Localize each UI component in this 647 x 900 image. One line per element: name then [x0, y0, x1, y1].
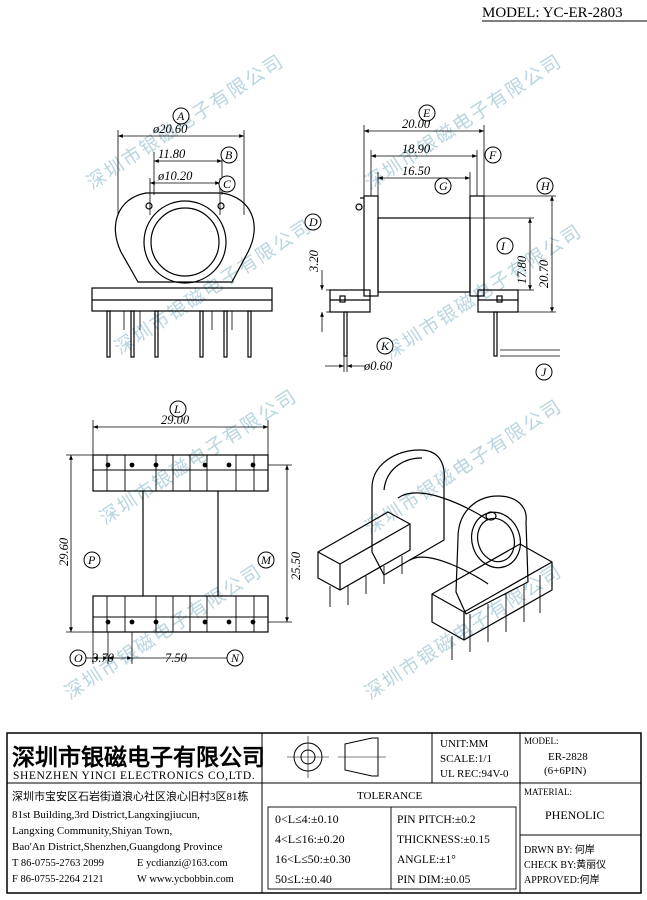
callout-A: A: [172, 107, 190, 125]
material-header: MATERIAL:: [524, 787, 572, 797]
spec-row: ANGLE:±1°: [397, 854, 456, 866]
side-view: [320, 125, 560, 372]
dim-L-value: 29.00: [161, 413, 190, 427]
tolerance-row: 50≤L:±0.40: [275, 872, 332, 886]
dim-O-value: 3.70: [91, 651, 115, 665]
model-pins: (6+6PIN): [544, 765, 587, 777]
callout-P: P: [83, 551, 101, 569]
bottom-pins[interactable]: [105, 462, 256, 625]
scale-label: SCALE:1/1: [440, 753, 492, 765]
dim-A-value: ø20.60: [152, 122, 188, 136]
callout-E: E: [418, 104, 436, 122]
callout-F: F: [484, 146, 502, 164]
material-value: PHENOLIC: [545, 808, 604, 822]
callout-O: O: [69, 649, 87, 667]
bottom-view: [66, 420, 292, 664]
watermarks: 深圳市银磁电子有限公司 深圳市银磁电子有限公司 深圳市银磁电子有限公司 深圳市银…: [61, 50, 587, 704]
dim-D-value: 3.20: [307, 249, 321, 273]
svg-text:J: J: [541, 365, 547, 379]
address-line-1: 深圳市宝安区石岩街道浪心社区浪心旧村3区81栋: [12, 789, 249, 803]
svg-text:C: C: [223, 177, 232, 191]
tolerance-row: 16<L≤50:±0.30: [275, 852, 351, 866]
model-header-label: MODEL:: [524, 736, 559, 746]
unit-label: UNIT:MM: [440, 738, 489, 750]
svg-text:O: O: [74, 651, 83, 665]
callout-G: G: [434, 177, 452, 195]
website: W www.ycbobbin.com: [137, 874, 234, 885]
watermark-text: 深圳市银磁电子有限公司: [361, 395, 567, 539]
svg-text:H: H: [540, 179, 551, 193]
front-pins: [106, 310, 252, 358]
dim-B-value: 11.80: [158, 147, 186, 161]
svg-text:E: E: [422, 106, 431, 120]
model-label: MODEL: YC-ER-2803: [482, 5, 623, 21]
telephone: T 86-0755-2763 2099: [12, 858, 104, 869]
callout-H: H: [536, 177, 554, 195]
callout-M: M: [257, 551, 275, 569]
model-value: ER-2828: [548, 751, 588, 763]
callout-D: D: [304, 213, 322, 231]
title-block: [6, 732, 642, 894]
callout-N: N: [226, 649, 244, 667]
callout-K: K: [376, 337, 394, 355]
callout-J: J: [535, 363, 553, 381]
svg-text:L: L: [173, 402, 181, 416]
callout-L: L: [169, 400, 187, 418]
svg-text:D: D: [308, 215, 318, 229]
model-header: MODEL: YC-ER-2803: [482, 5, 647, 22]
watermark-text: 深圳市银磁电子有限公司: [96, 385, 302, 529]
callout-C: C: [218, 175, 236, 193]
dim-H-value: 20.70: [537, 259, 551, 288]
spec-row: PIN PITCH:±0.2: [397, 814, 476, 826]
dim-N-value: 7.50: [165, 651, 188, 665]
company-name-en: SHENZHEN YINCI ELECTRONICS CO,LTD.: [13, 770, 255, 782]
callout-I: I: [496, 237, 514, 255]
tolerance-row: 4<L≤16:±0.20: [275, 832, 345, 846]
address-line-4: Bao'An District,Shenzhen,Guangdong Provi…: [12, 841, 222, 853]
svg-text:A: A: [176, 109, 185, 123]
svg-text:K: K: [380, 339, 390, 353]
ul-rec-label: UL REC:94V-0: [440, 768, 509, 780]
svg-text:N: N: [230, 651, 240, 665]
isometric-view: [317, 449, 553, 660]
svg-text:B: B: [225, 148, 233, 162]
checked-by: CHECK BY:黄丽仪: [524, 858, 606, 871]
svg-text:I: I: [500, 239, 506, 253]
dim-I-value: 17.80: [515, 255, 529, 284]
svg-text:M: M: [260, 553, 272, 567]
projection-symbol: [287, 736, 386, 778]
dim-F-value: 18.90: [402, 142, 431, 156]
dim-P-value: 29.60: [57, 537, 71, 566]
callout-B: B: [220, 146, 238, 164]
svg-text:F: F: [488, 148, 497, 162]
spec-row: THICKNESS:±0.15: [397, 834, 490, 846]
dim-G-value: 16.50: [402, 164, 431, 178]
watermark-text: 深圳市银磁电子有限公司: [111, 215, 317, 359]
watermark-text: 深圳市银磁电子有限公司: [361, 50, 567, 194]
tolerance-header: TOLERANCE: [357, 790, 422, 802]
svg-text:P: P: [87, 553, 96, 567]
dim-C-value: ø10.20: [157, 169, 193, 183]
email: E ycdianzi@163.com: [137, 858, 228, 869]
approved-by: APPROVED:何岸: [524, 873, 600, 886]
svg-text:G: G: [439, 179, 448, 193]
address-line-2: 81st Building,3rd District,Langxingjiucu…: [12, 809, 200, 821]
spec-row: PIN DIM:±0.05: [397, 874, 471, 886]
dim-K-value: ø0.60: [363, 359, 393, 373]
company-name-cn: 深圳市银磁电子有限公司: [12, 744, 265, 770]
dim-M-value: 25.50: [289, 551, 303, 580]
address-line-3: Langxing Community,Shiyan Town,: [12, 825, 173, 837]
tolerance-row: 0<L≤4:±0.10: [275, 812, 339, 826]
fax: F 86-0755-2264 2121: [12, 874, 104, 885]
drawn-by: DRWN BY: 何岸: [524, 843, 595, 856]
